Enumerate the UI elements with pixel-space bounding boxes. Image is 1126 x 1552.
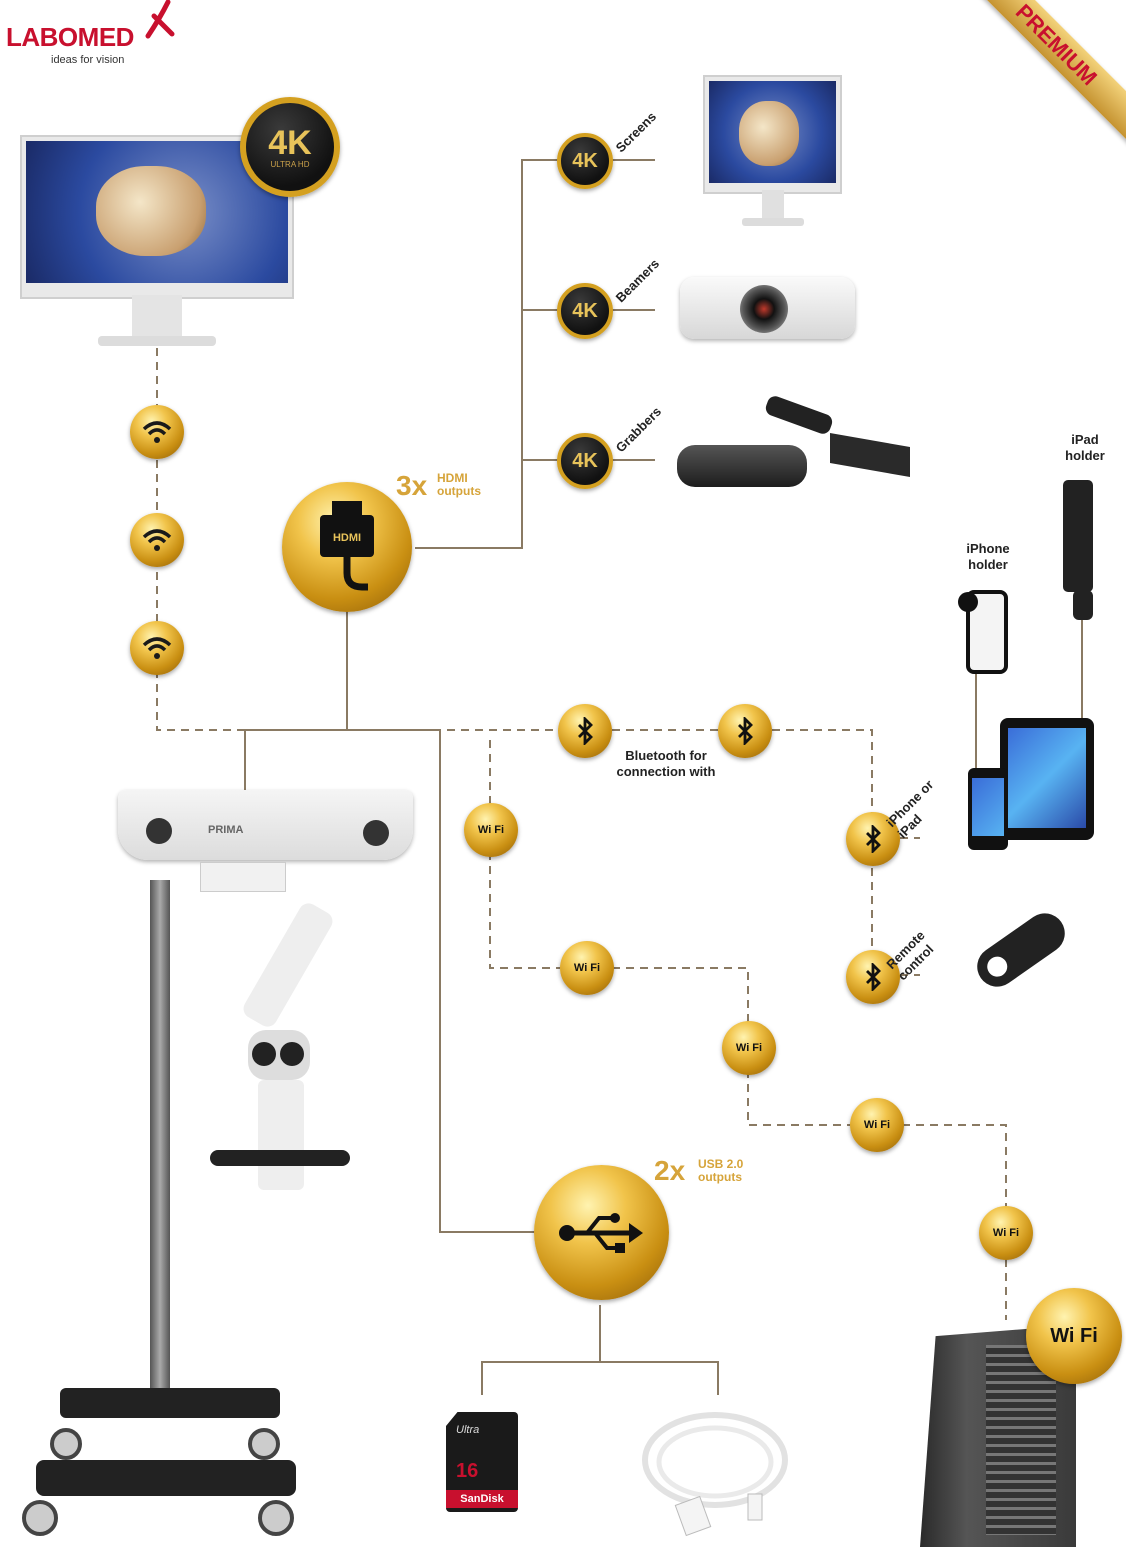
stand-lower-base (36, 1460, 296, 1496)
microscope-handles (210, 1150, 350, 1166)
usb-outputs-text: USB 2.0 outputs (698, 1157, 744, 1184)
4k-badge: 4K (557, 283, 613, 339)
wifi-badge: Wi Fi (722, 1021, 776, 1075)
stand-wheel (22, 1500, 58, 1536)
projector-lens (740, 285, 788, 333)
server-vents (986, 1345, 1056, 1535)
iphone-holder-lens (958, 592, 978, 612)
ipad-holder (1063, 480, 1093, 592)
bluetooth-icon (846, 812, 900, 866)
eyepiece-right (280, 1042, 304, 1066)
iphone-screen (972, 778, 1004, 836)
sd-model: Ultra (456, 1424, 480, 1436)
microscope-pole (150, 880, 170, 1390)
microscope-knob-left (146, 818, 172, 844)
usb-cable (642, 1412, 788, 1537)
wifi-icon (130, 405, 184, 459)
grabber-box (677, 445, 807, 487)
ipad-device (1000, 718, 1094, 840)
iphone-holder-label: iPhone holder (966, 541, 1010, 572)
hdmi-cable-icon: HDMI (320, 501, 374, 591)
wifi-icon (130, 513, 184, 567)
ipad-screen (1008, 728, 1086, 828)
4k-ultra-hd-badge: 4K ULTRA HD (240, 97, 340, 197)
microscope-head: PRIMA (118, 790, 413, 860)
usb-count: 2x (654, 1155, 686, 1186)
screen-monitor-base (742, 218, 804, 226)
microscope-label: PRIMA (208, 824, 244, 836)
screen-monitor (703, 75, 842, 194)
wifi-badge: Wi Fi (979, 1206, 1033, 1260)
stand-upper-base (60, 1388, 280, 1418)
4k-badge-text: 4K (572, 149, 598, 172)
microscope-knob-right (363, 820, 389, 846)
wifi-badge: Wi Fi (850, 1098, 904, 1152)
4k-badge-text: 4K (572, 449, 598, 472)
bluetooth-icon (718, 704, 772, 758)
wifi-badge-text: Wi Fi (573, 962, 601, 974)
4k-badge: 4K (557, 133, 613, 189)
stand-wheel (258, 1500, 294, 1536)
hdmi-badge: HDMI (282, 482, 412, 612)
brand-tagline: ideas for vision (51, 54, 125, 66)
svg-text:HDMI: HDMI (333, 532, 361, 544)
tooth-image (739, 101, 799, 166)
bluetooth-icon (846, 950, 900, 1004)
hdmi-outputs-text: HDMI outputs (437, 471, 481, 498)
server-wifi-badge: Wi Fi (1026, 1288, 1122, 1384)
wifi-badge-text: Wi Fi (477, 824, 505, 836)
4k-badge-text: 4K (572, 299, 598, 322)
usb-icon (558, 1212, 643, 1253)
screen-monitor-stand (762, 190, 784, 218)
logo-mark-icon (145, 0, 175, 39)
stand-wheel (248, 1428, 280, 1460)
server-tower (920, 1325, 1076, 1547)
brand-logo: LABOMED ideas for vision (6, 0, 175, 66)
bluetooth-icon (558, 704, 612, 758)
badge-ultra-hd-text: ULTRA HD (270, 159, 310, 169)
sd-brand: SanDisk (446, 1490, 518, 1508)
monitor-stand (132, 295, 182, 337)
wifi-icon (130, 621, 184, 675)
4k-badge: 4K (557, 433, 613, 489)
screen-monitor-display (709, 81, 836, 183)
hdmi-count: 3x (396, 470, 428, 501)
wifi-badge-text: Wi Fi (992, 1227, 1020, 1239)
wifi-badge: Wi Fi (464, 803, 518, 857)
bluetooth-caption: Bluetooth for connection with (616, 748, 716, 779)
iphone-device (968, 768, 1008, 850)
tooth-image (96, 166, 206, 256)
ipad-holder-mount (1073, 590, 1093, 620)
beamer-projector (680, 277, 855, 339)
sd-card: Ultra 16 SanDisk (446, 1412, 518, 1512)
eyepiece-left (252, 1042, 276, 1066)
remote-hole (983, 952, 1012, 981)
microscope-binocular (248, 1030, 310, 1080)
brand-name: LABOMED (6, 22, 134, 52)
sd-size: 16 (456, 1460, 479, 1482)
monitor-base (98, 336, 216, 346)
badge-4k-text: 4K (268, 123, 312, 162)
wifi-badge-text: Wi Fi (863, 1119, 891, 1131)
usb-badge (534, 1165, 669, 1300)
stand-wheel (50, 1428, 82, 1460)
microscope-body (258, 1080, 304, 1190)
hdmi-usb-adapter (200, 862, 286, 892)
server-wifi-badge-text: Wi Fi (1050, 1324, 1098, 1347)
ipad-holder-label: iPad holder (1065, 432, 1105, 463)
wifi-badge: Wi Fi (560, 941, 614, 995)
wifi-badge-text: Wi Fi (735, 1042, 763, 1054)
